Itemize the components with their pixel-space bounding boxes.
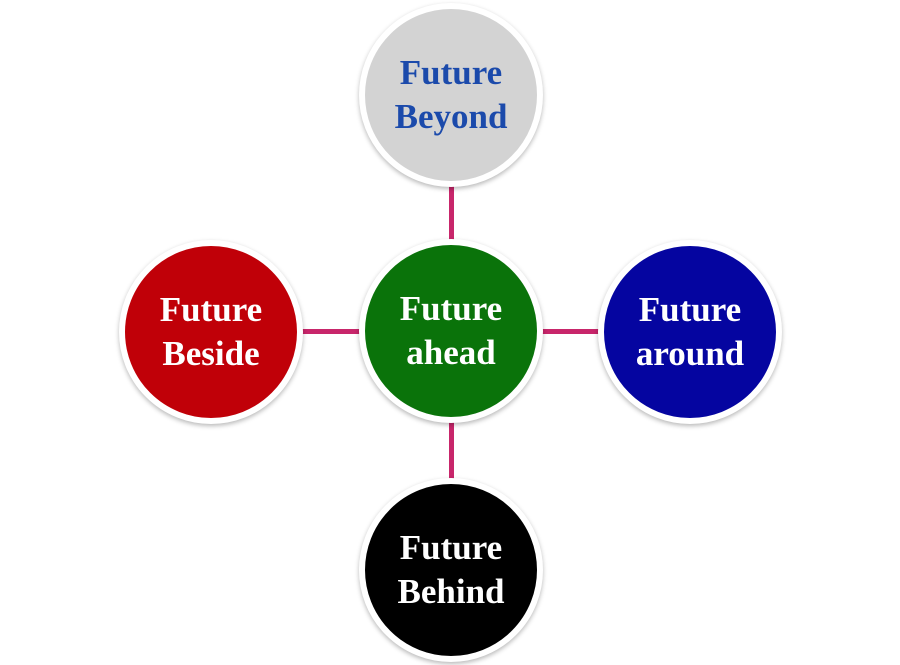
connector-left-to-center [298,329,362,334]
node-label: Future ahead [399,289,503,372]
node-future-beyond: Future Beyond [359,3,543,187]
connector-center-to-bottom [449,419,454,483]
node-label: Future Beside [159,290,263,373]
node-future-ahead: Future ahead [359,239,543,423]
connector-center-to-right [541,329,603,334]
node-future-behind: Future Behind [359,478,543,662]
node-future-beside: Future Beside [119,240,303,424]
node-label: Future around [635,290,745,373]
connector-top-to-center [449,183,454,244]
node-future-around: Future around [598,240,782,424]
node-label: Future Behind [397,528,505,611]
node-label: Future Beyond [394,53,508,136]
